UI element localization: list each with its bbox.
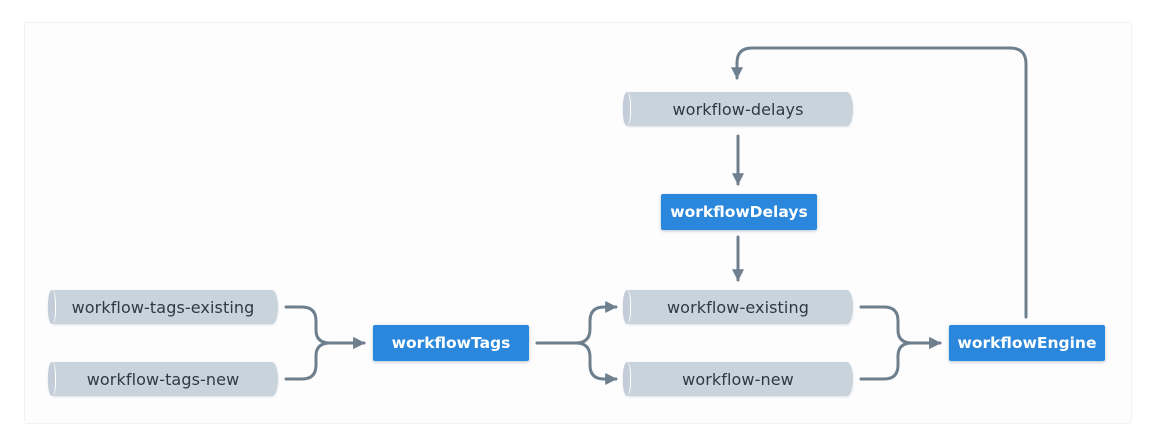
processor-label: workflowEngine [957, 334, 1097, 352]
edge-tags-new-to-workflowtags [284, 337, 366, 381]
processor-workflow-engine[interactable]: workflowEngine [949, 325, 1105, 361]
topic-label: workflow-existing [667, 297, 809, 317]
topic-workflow-tags-existing[interactable]: workflow-tags-existing [48, 290, 278, 324]
edge-tags-existing-to-workflowtags [284, 305, 366, 349]
edge-workflowtags-to-new [535, 341, 618, 385]
topic-label: workflow-tags-existing [71, 297, 255, 317]
topic-label: workflow-tags-new [86, 369, 240, 389]
processor-label: workflowDelays [670, 203, 808, 221]
edge-existing-to-workflowengine [859, 305, 942, 349]
topic-label: workflow-delays [672, 99, 804, 119]
processor-workflow-tags[interactable]: workflowTags [373, 325, 529, 361]
topic-workflow-existing[interactable]: workflow-existing [623, 290, 853, 324]
processor-label: workflowTags [391, 334, 511, 352]
topic-workflow-delays[interactable]: workflow-delays [623, 92, 853, 126]
topic-label: workflow-new [682, 369, 794, 389]
topic-workflow-new[interactable]: workflow-new [623, 362, 853, 396]
topic-workflow-tags-new[interactable]: workflow-tags-new [48, 362, 278, 396]
edge-workflowengine-to-delays [731, 46, 1028, 319]
diagram-panel [24, 22, 1132, 424]
edge-new-to-workflowengine [859, 337, 942, 381]
edge-workflowtags-to-existing [535, 301, 618, 345]
processor-workflow-delays[interactable]: workflowDelays [661, 194, 817, 230]
